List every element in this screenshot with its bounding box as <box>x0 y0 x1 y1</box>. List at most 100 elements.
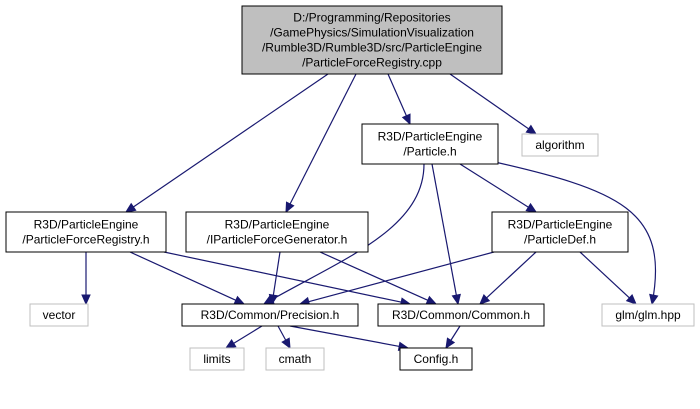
arrowhead <box>268 293 279 306</box>
edge-line <box>449 325 461 342</box>
arrowhead <box>285 201 295 214</box>
edge-line <box>485 251 537 299</box>
arrowhead <box>625 294 637 305</box>
node-label-line: R3D/Common/Common.h <box>392 308 530 322</box>
edge-main-to-algorithm <box>449 73 538 135</box>
edges-layer <box>81 73 659 351</box>
node-box <box>601 303 695 327</box>
node-box <box>241 5 503 75</box>
node-vector: vector <box>29 303 89 327</box>
node-label-line: R3D/ParticleEngine <box>508 218 613 232</box>
edge-particle_h-to-glm_hpp <box>485 159 659 306</box>
node-label-line: R3D/ParticleEngine <box>34 218 139 232</box>
node-label-line: R3D/ParticleEngine <box>225 218 330 232</box>
edge-line <box>129 251 237 302</box>
edge-line <box>289 73 357 206</box>
node-cmath: cmath <box>265 347 325 371</box>
edge-line <box>272 251 281 297</box>
node-box <box>491 211 629 253</box>
edge-line <box>459 163 530 209</box>
arrowhead <box>451 293 461 306</box>
node-config-h[interactable]: Config.h <box>399 347 473 371</box>
node-label-line: /IParticleForceGenerator.h <box>207 233 348 247</box>
arrowhead <box>445 337 456 350</box>
nodes-layer: D:/Programming/Repositories/GamePhysics/… <box>5 5 695 371</box>
arrowhead <box>124 202 137 213</box>
arrowhead <box>425 295 438 305</box>
edge-line <box>485 159 657 305</box>
arrowhead <box>649 293 659 306</box>
arrowhead <box>233 295 246 305</box>
node-label-line: R3D/Common/Precision.h <box>201 308 340 322</box>
node-box <box>185 211 369 253</box>
edge-line <box>277 325 287 342</box>
node-label-line: D:/Programming/Repositories <box>293 11 450 25</box>
edge-particledef_h-to-precision_h <box>298 251 495 307</box>
node-box <box>521 133 599 157</box>
node-box <box>265 347 325 371</box>
node-label-line: R3D/ParticleEngine <box>378 130 483 144</box>
node-label-line: /Rumble3D/Rumble3D/src/ParticleEngine <box>262 41 482 55</box>
node-registry-h[interactable]: R3D/ParticleEngine/ParticleForceRegistry… <box>5 211 167 253</box>
node-generator-h[interactable]: R3D/ParticleEngine/IParticleForceGenerat… <box>185 211 369 253</box>
arrowhead <box>401 113 411 126</box>
edge-precision_h-to-config_h <box>289 325 410 351</box>
edge-line <box>431 163 458 297</box>
arrowhead <box>525 124 538 135</box>
edge-particledef_h-to-common_h <box>479 251 537 305</box>
node-label-line: /Particle.h <box>403 145 456 159</box>
node-precision-h[interactable]: R3D/Common/Precision.h <box>181 303 359 327</box>
node-label-line: Config.h <box>414 352 459 366</box>
node-label-line: /GamePhysics/SimulationVisualization <box>270 26 474 40</box>
edge-generator_h-to-precision_h <box>268 251 281 306</box>
edge-registry_h-to-common_h <box>163 251 412 307</box>
arrowhead <box>224 338 237 349</box>
node-label-line: cmath <box>279 352 312 366</box>
edge-line <box>232 325 263 345</box>
edge-line <box>387 73 408 117</box>
node-main[interactable]: D:/Programming/Repositories/GamePhysics/… <box>241 5 503 75</box>
edge-line <box>289 325 401 348</box>
node-box <box>377 303 545 327</box>
node-label-line: /ParticleForceRegistry.h <box>22 233 149 247</box>
node-label-line: limits <box>203 352 230 366</box>
edge-line <box>579 251 631 299</box>
node-box <box>181 303 359 327</box>
edge-registry_h-to-vector <box>81 252 91 306</box>
node-box <box>5 211 167 253</box>
node-box <box>189 347 245 371</box>
node-label-line: /ParticleDef.h <box>524 233 596 247</box>
edge-main-to-particle_h <box>387 73 411 126</box>
edge-line <box>163 251 403 303</box>
node-common-h[interactable]: R3D/Common/Common.h <box>377 303 545 327</box>
node-box <box>399 347 473 371</box>
node-particle-h[interactable]: R3D/ParticleEngine/Particle.h <box>361 123 499 165</box>
arrowhead <box>81 294 91 306</box>
edge-line <box>263 163 425 305</box>
arrowhead <box>479 294 491 305</box>
edge-main-to-registry_h <box>124 73 329 213</box>
edge-main-to-generator_h <box>285 73 357 214</box>
edge-common_h-to-config_h <box>445 325 461 350</box>
edge-particle_h-to-particledef_h <box>459 163 538 213</box>
node-particledef-h[interactable]: R3D/ParticleEngine/ParticleDef.h <box>491 211 629 253</box>
node-label-line: /ParticleForceRegistry.cpp <box>302 56 442 70</box>
node-algorithm: algorithm <box>521 133 599 157</box>
edge-line <box>307 251 495 303</box>
edge-line <box>132 73 329 208</box>
edge-line <box>449 73 530 130</box>
node-label-line: vector <box>43 308 76 322</box>
edge-generator_h-to-common_h <box>319 251 438 305</box>
edge-precision_h-to-limits <box>224 325 263 349</box>
node-glm-hpp: glm/glm.hpp <box>601 303 695 327</box>
node-label-line: algorithm <box>535 138 584 152</box>
edge-precision_h-to-cmath <box>277 325 291 350</box>
arrowhead <box>281 337 291 350</box>
node-box <box>361 123 499 165</box>
node-box <box>29 303 89 327</box>
edge-particledef_h-to-glm_hpp <box>579 251 637 305</box>
edge-particle_h-to-common_h <box>431 163 461 306</box>
edge-line <box>319 251 429 302</box>
node-label-line: glm/glm.hpp <box>615 308 681 322</box>
arrowhead <box>525 202 538 213</box>
